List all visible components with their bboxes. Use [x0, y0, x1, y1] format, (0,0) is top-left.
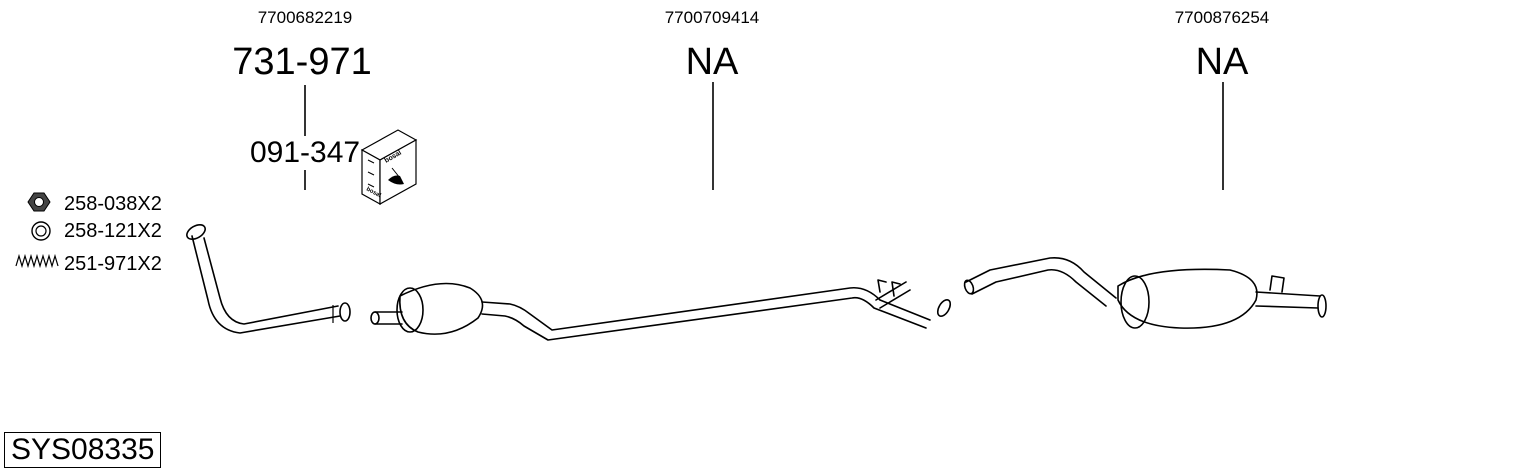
- part-number-middle-silencer[interactable]: NA: [685, 41, 739, 83]
- hardware-label-nut: 258-038X2: [64, 193, 162, 215]
- nut-icon: [27, 192, 51, 212]
- oem-number-rear-silencer: 7700876254: [1174, 8, 1270, 27]
- rear-silencer: [963, 256, 1327, 329]
- part-number-rear-silencer[interactable]: NA: [1195, 41, 1249, 83]
- spring-icon: [15, 253, 59, 269]
- hardware-label-spring: 251-971X2: [64, 253, 162, 275]
- part-number-front-pipe[interactable]: 731-971: [232, 41, 372, 83]
- mounting-kit-box-icon: bosal bosal: [360, 129, 418, 206]
- system-code-box: SYS08335: [4, 432, 162, 468]
- hardware-label-washer: 258-121X2: [64, 220, 162, 242]
- middle-silencer: [370, 279, 952, 341]
- washer-ring-icon: [31, 221, 51, 241]
- oem-number-front-pipe: 7700682219: [257, 8, 353, 27]
- front-pipe: [186, 223, 351, 334]
- mounting-kit-number[interactable]: 091-347: [250, 136, 361, 169]
- oem-number-middle-silencer: 7700709414: [664, 8, 760, 27]
